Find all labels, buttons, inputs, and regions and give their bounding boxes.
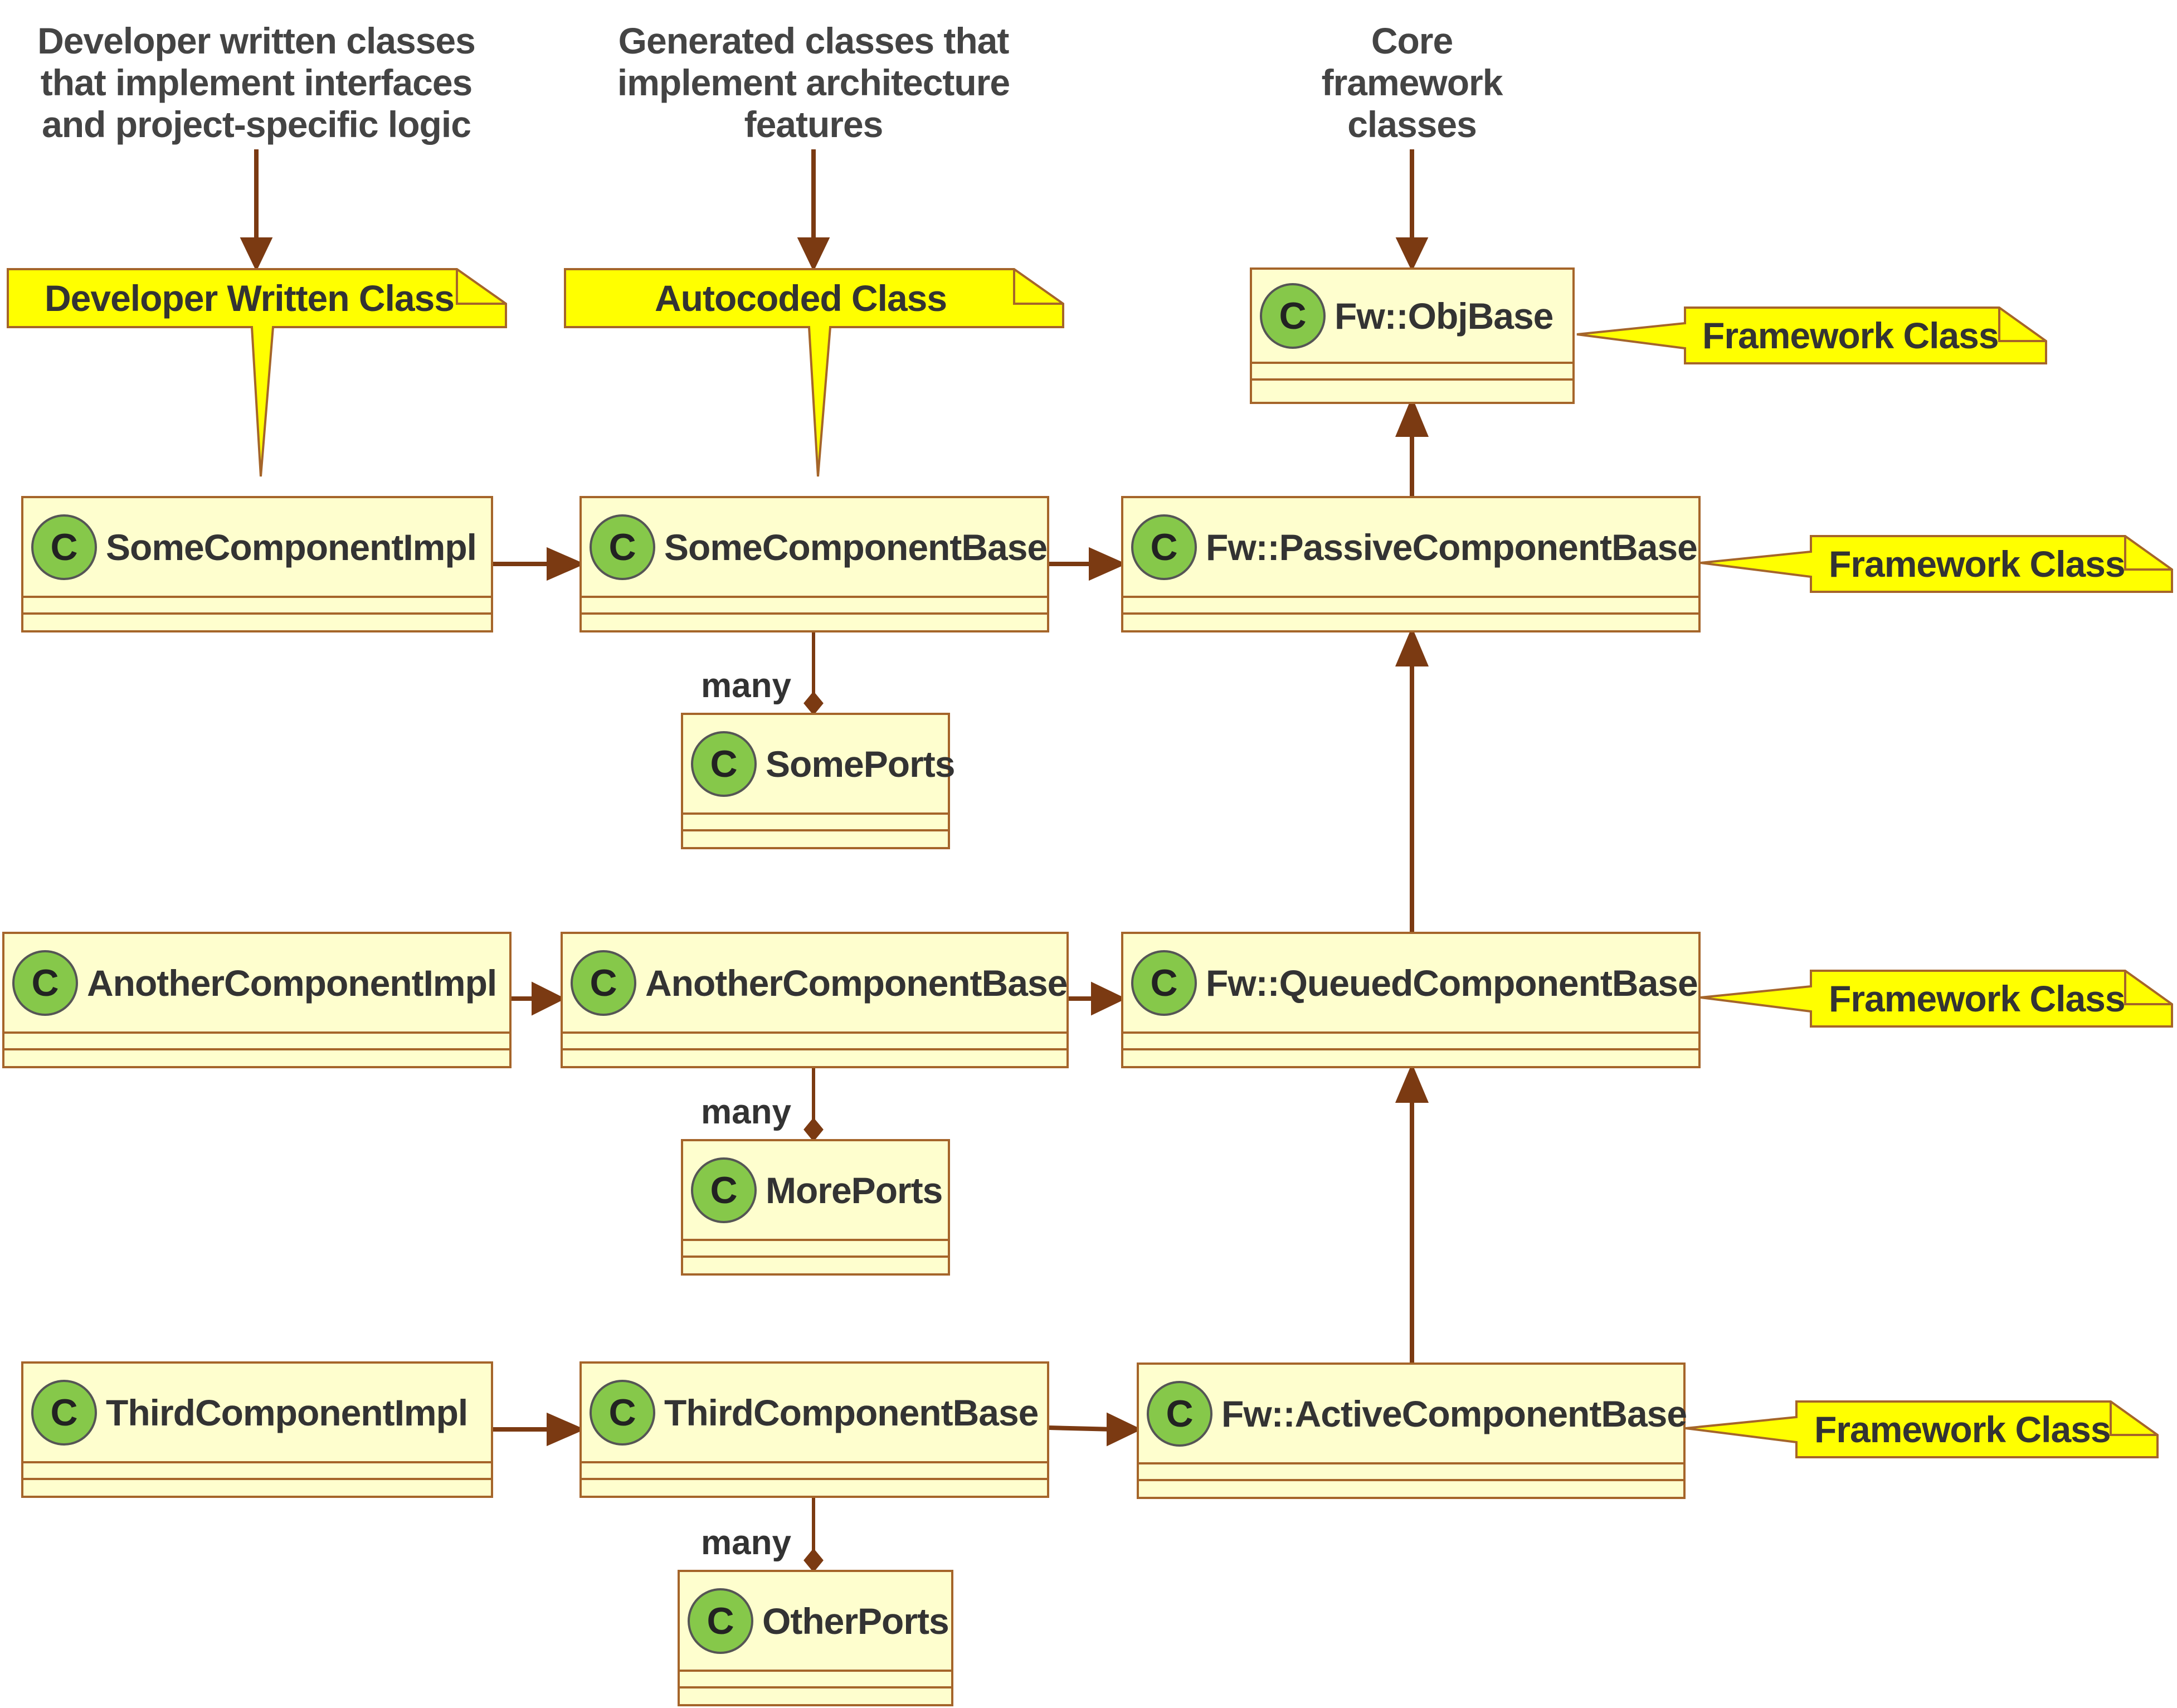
class-name: ThirdComponentImpl (106, 1391, 468, 1433)
class-name: AnotherComponentBase (645, 962, 1068, 1004)
multiplicity-label: many (701, 666, 791, 705)
class-name: MorePorts (766, 1169, 943, 1211)
caption-core: Core framework classes (1321, 20, 1503, 145)
class-name: ThirdComponentBase (664, 1391, 1039, 1433)
note-framework-class-active: Framework Class (1814, 1409, 2111, 1450)
class-badge-icon: C (1260, 283, 1326, 349)
note-framework-class-passive: Framework Class (1829, 543, 2126, 585)
multiplicity-label: many (701, 1524, 791, 1562)
class-name: OtherPorts (762, 1600, 949, 1642)
class-badge-icon: C (691, 731, 757, 797)
note-framework-class-objbase: Framework Class (1702, 315, 1999, 356)
arrow-thirdbase-active (1049, 1425, 1115, 1432)
note-developer-written-class: Developer Written Class (45, 278, 455, 319)
note-framework-class-queued: Framework Class (1829, 978, 2126, 1019)
class-name: Fw::PassiveComponentBase (1206, 526, 1698, 568)
caption-generated: Generated classes that implement archite… (617, 20, 1010, 145)
note-shape-autocoded (564, 268, 1064, 477)
class-name: SomePorts (766, 743, 955, 785)
note-shape-framework-2 (1700, 535, 2173, 593)
class-fw-objbase[interactable]: C Fw::ObjBase (1250, 267, 1575, 404)
multiplicity-label: many (701, 1093, 791, 1131)
note-shape-developer (7, 268, 507, 477)
class-badge-icon: C (688, 1588, 753, 1654)
caption-developer: Developer written classes that implement… (37, 20, 476, 145)
class-badge-icon: C (691, 1157, 757, 1223)
class-name: SomeComponentBase (664, 526, 1048, 568)
class-badge-icon: C (571, 950, 636, 1016)
class-name: SomeComponentImpl (106, 526, 477, 568)
note-autocoded-class: Autocoded Class (655, 278, 947, 319)
class-badge-icon: C (12, 950, 78, 1016)
class-name: Fw::ActiveComponentBase (1221, 1393, 1687, 1434)
class-name: AnotherComponentImpl (87, 962, 497, 1004)
class-badge-icon: C (31, 514, 97, 580)
class-badge-icon: C (590, 514, 655, 580)
class-name: Fw::ObjBase (1335, 295, 1553, 337)
class-badge-icon: C (31, 1379, 97, 1446)
class-badge-icon: C (1131, 950, 1197, 1016)
class-badge-icon: C (590, 1379, 655, 1446)
note-shape-framework-1 (1576, 306, 2047, 364)
note-shape-framework-3 (1700, 970, 2173, 1028)
note-shape-framework-4 (1685, 1400, 2159, 1458)
class-badge-icon: C (1131, 514, 1197, 580)
class-name: Fw::QueuedComponentBase (1206, 962, 1698, 1004)
class-badge-icon: C (1147, 1380, 1212, 1447)
